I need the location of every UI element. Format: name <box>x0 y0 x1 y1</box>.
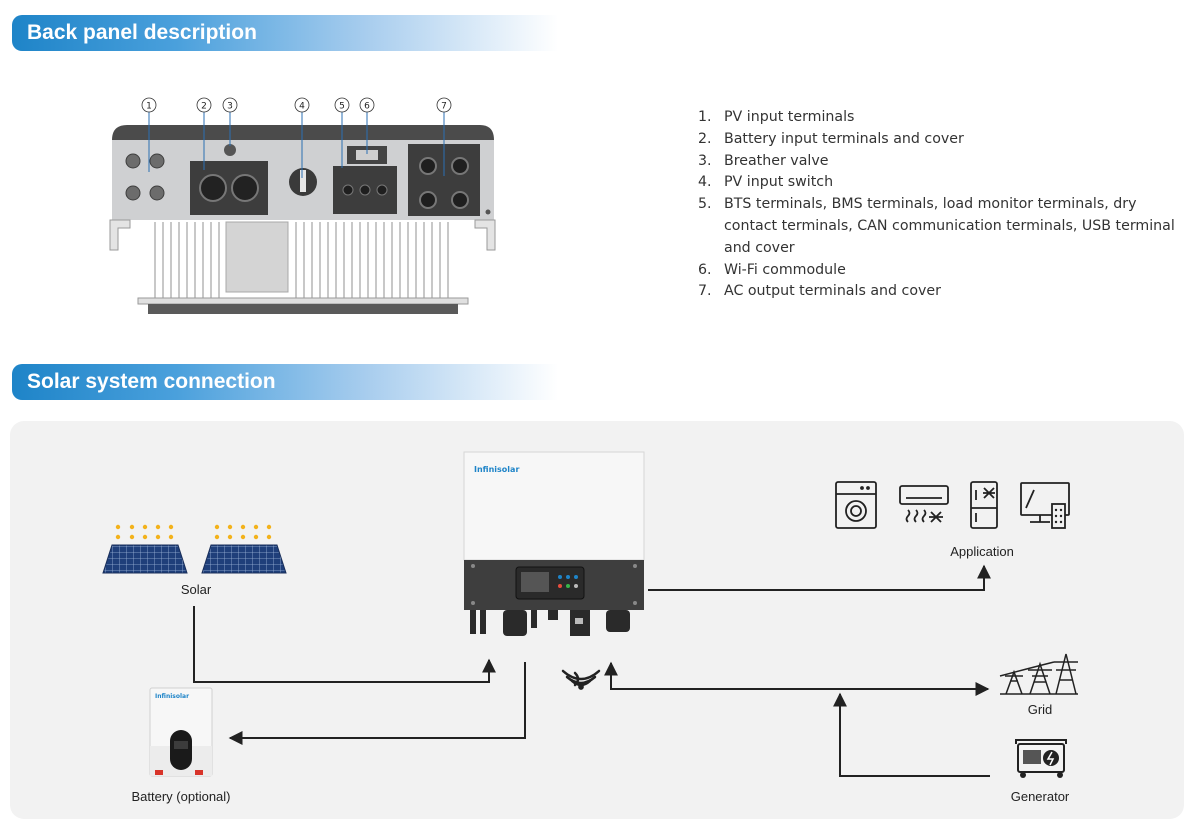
back-panel-description-list: 1.PV input terminals 2.Battery input ter… <box>698 107 1178 303</box>
callout-5 <box>334 97 350 113</box>
solar-label: Solar <box>180 582 212 597</box>
washing-machine-icon <box>835 481 877 529</box>
battery-icon: Infinisolar <box>149 687 213 777</box>
callout-3 <box>222 97 238 113</box>
back-panel-image: 1 2 3 4 5 6 7 <box>109 97 496 314</box>
arrow-inverter-to-battery <box>228 662 526 745</box>
battery-brand-logo: Infinisolar <box>155 693 189 700</box>
arrow-grid-inverter <box>604 661 990 696</box>
application-label: Application <box>950 544 1014 559</box>
battery-label: Battery (optional) <box>131 789 231 804</box>
list-item: 5.BTS terminals, BMS terminals, load mon… <box>698 196 1175 256</box>
grid-label: Grid <box>1027 702 1053 717</box>
callout-label-6: 6 <box>364 102 370 112</box>
inverter: Infinisolar <box>463 451 645 636</box>
list-item: 1.PV input terminals <box>698 109 855 125</box>
callout-4 <box>294 97 310 113</box>
callout-label-2: 2 <box>201 102 207 112</box>
callout-2 <box>196 97 212 113</box>
callout-label-7: 7 <box>441 102 447 112</box>
list-item: 6.Wi-Fi commodule <box>698 261 846 278</box>
refrigerator-icon <box>970 481 998 529</box>
callout-7 <box>436 97 452 113</box>
grid-tower-icon <box>999 653 1078 695</box>
solar-panel-icon <box>102 524 287 574</box>
arrow-solar-to-inverter <box>193 606 496 683</box>
callout-6 <box>359 97 375 113</box>
air-conditioner-icon <box>899 485 949 523</box>
back-panel-header: Back panel description <box>12 15 558 51</box>
wifi-icon <box>561 669 601 690</box>
generator-icon <box>1015 739 1067 778</box>
list-item: 3.Breather valve <box>698 152 829 169</box>
callout-label-1: 1 <box>146 102 152 112</box>
list-item: 4.PV input switch <box>698 174 834 191</box>
callout-1 <box>141 97 157 113</box>
solar-system-header: Solar system connection <box>12 364 558 400</box>
arrow-inverter-to-application <box>648 564 991 591</box>
callout-label-5: 5 <box>339 102 345 112</box>
arrow-generator <box>833 692 990 777</box>
inverter-brand-logo: Infinisolar <box>474 465 519 474</box>
callout-label-3: 3 <box>227 102 233 112</box>
list-item: 2.Battery input terminals and cover <box>698 130 964 147</box>
generator-label: Generator <box>1010 789 1070 804</box>
list-item: 7.AC output terminals and cover <box>698 283 941 300</box>
tv-icon <box>1020 482 1070 529</box>
callout-label-4: 4 <box>299 102 305 112</box>
